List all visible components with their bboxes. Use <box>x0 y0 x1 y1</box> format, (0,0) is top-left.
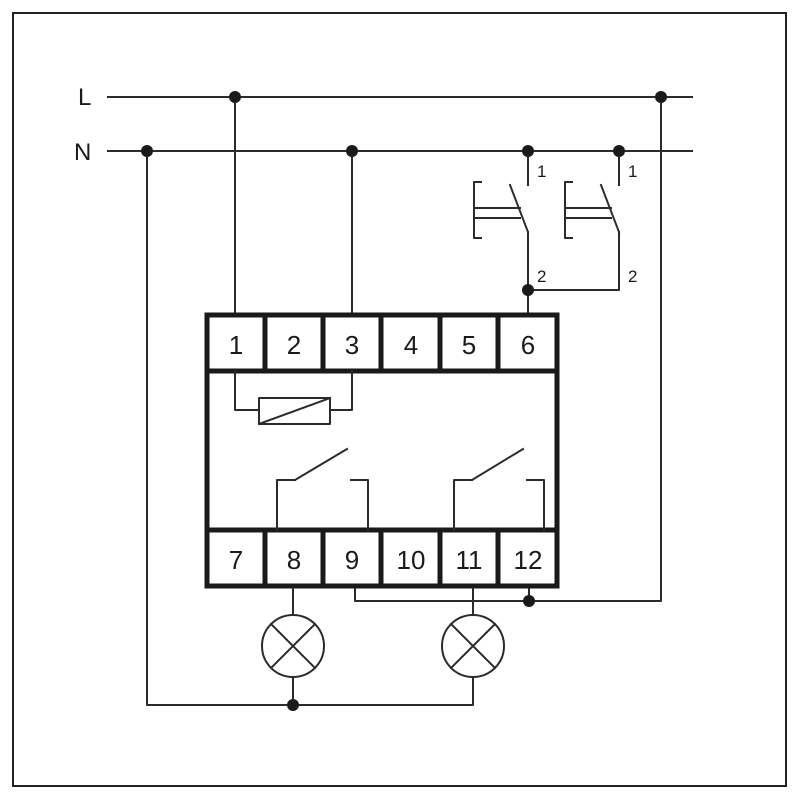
terminal-6 <box>495 312 560 374</box>
terminal-9-label: 9 <box>345 545 359 575</box>
terminal-12 <box>495 527 560 589</box>
lamp-2 <box>441 587 505 678</box>
terminal-8 <box>262 527 326 589</box>
junction-dot <box>287 699 299 711</box>
junction-dot <box>346 145 358 157</box>
terminal-2-label: 2 <box>287 330 301 360</box>
junction-dot <box>523 595 535 607</box>
rail-N-label: N <box>74 139 91 166</box>
relay-contact-2 <box>453 447 545 531</box>
terminal-4-label: 4 <box>404 330 418 360</box>
terminal-9 <box>320 527 384 589</box>
terminal-1-label: 1 <box>229 330 243 360</box>
terminal-10 <box>378 527 443 589</box>
junction-dots <box>141 91 667 711</box>
switch-1-pin-top: 1 <box>537 162 546 181</box>
switch-1-pin-bottom: 2 <box>537 267 546 286</box>
relay-coil <box>234 370 353 426</box>
switch-2-pin-bottom: 2 <box>628 267 637 286</box>
rail-L: L <box>78 84 693 111</box>
terminal-strip-top: 1 2 3 4 5 6 <box>204 312 560 374</box>
diagram-frame <box>12 12 787 787</box>
junction-dot <box>229 91 241 103</box>
rail-L-label: L <box>78 84 91 111</box>
terminal-5-label: 5 <box>462 330 476 360</box>
terminal-8-label: 8 <box>287 545 301 575</box>
switch-2-pin-top: 1 <box>628 162 637 181</box>
lamp-1 <box>261 587 325 678</box>
junction-dot <box>655 91 667 103</box>
terminal-11-label: 11 <box>456 545 483 575</box>
terminal-6-label: 6 <box>521 330 535 360</box>
junction-dot <box>613 145 625 157</box>
terminal-strip-bottom: 7 8 9 10 11 12 <box>204 527 560 589</box>
junction-dot <box>141 145 153 157</box>
terminal-12-label: 12 <box>514 545 543 575</box>
terminal-3-label: 3 <box>345 330 359 360</box>
terminal-5 <box>437 312 501 374</box>
push-button-1: 1 2 <box>473 150 546 291</box>
junction-dot <box>522 145 534 157</box>
relay-contact-1 <box>276 447 369 531</box>
rail-N: N <box>74 139 693 166</box>
terminal-7-label: 7 <box>229 545 243 575</box>
terminal-10-label: 10 <box>397 545 426 575</box>
junction-dot <box>522 284 534 296</box>
